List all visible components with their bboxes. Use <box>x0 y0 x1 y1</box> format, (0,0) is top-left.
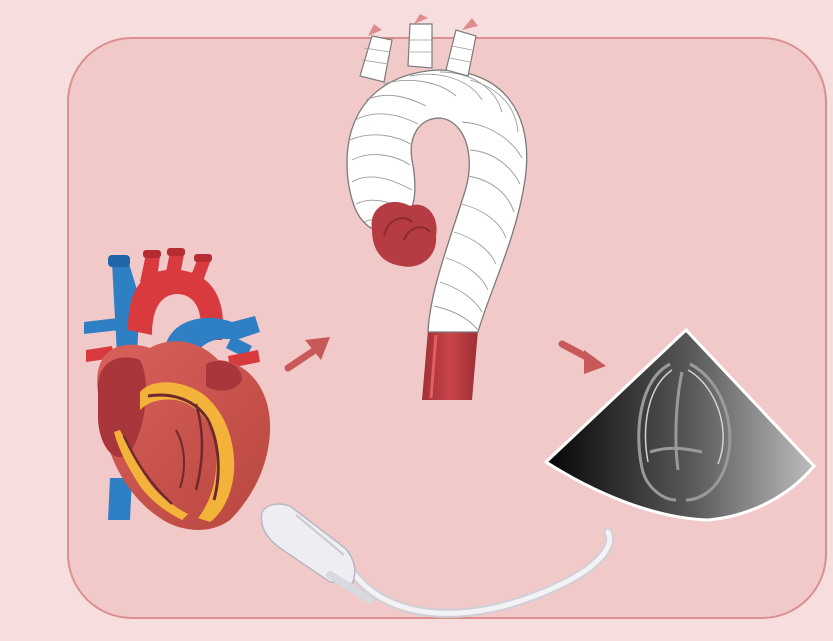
figure-canvas <box>0 0 833 641</box>
diagram-svg <box>0 0 833 641</box>
